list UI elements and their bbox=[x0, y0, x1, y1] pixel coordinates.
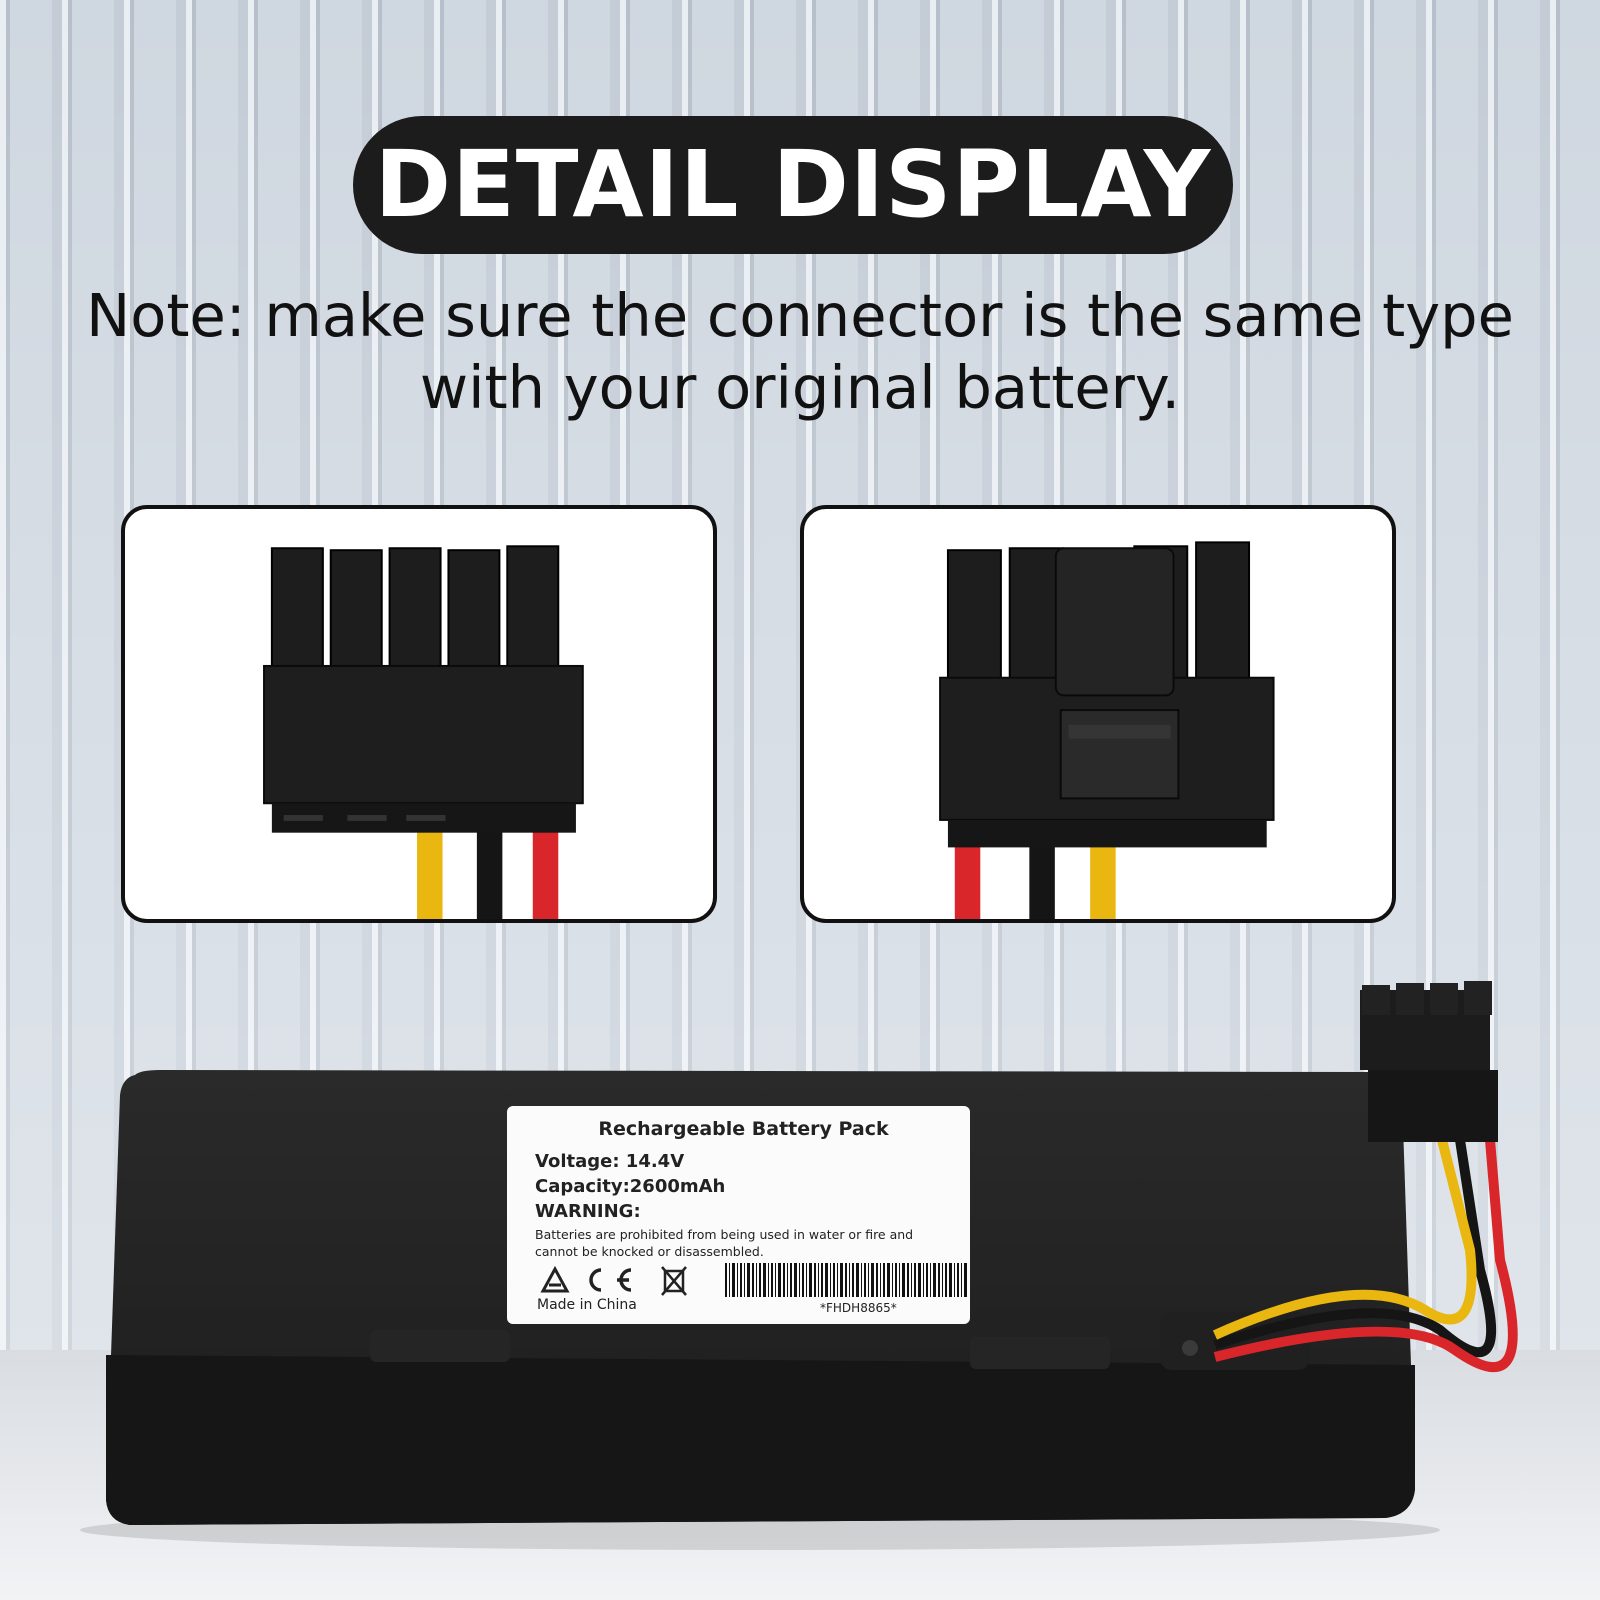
warning-heading: WARNING: bbox=[535, 1201, 641, 1222]
page-title: DETAIL DISPLAY bbox=[374, 131, 1212, 238]
label-certifications: Made in China *FHDH8865* bbox=[535, 1261, 967, 1319]
recycle-icon bbox=[540, 1265, 570, 1293]
connector-closeup-front bbox=[121, 505, 717, 923]
title-banner: DETAIL DISPLAY bbox=[353, 116, 1233, 254]
connector-front-illustration bbox=[263, 545, 584, 919]
origin-text: Made in China bbox=[537, 1297, 637, 1313]
connector-closeup-back bbox=[800, 505, 1396, 923]
battery-label: Rechargeable Battery Pack Voltage: 14.4V… bbox=[507, 1106, 970, 1324]
warning-text: Batteries are prohibited from being used… bbox=[535, 1227, 914, 1259]
serial-number: *FHDH8865* bbox=[820, 1301, 897, 1315]
ce-mark-icon bbox=[589, 1268, 632, 1292]
voltage-spec: Voltage: 14.4V bbox=[535, 1151, 685, 1172]
label-title: Rechargeable Battery Pack bbox=[598, 1118, 889, 1140]
connector-back-illustration bbox=[939, 541, 1275, 919]
barcode bbox=[725, 1263, 967, 1297]
capacity-spec: Capacity:2600mAh bbox=[535, 1176, 726, 1197]
crossed-bin-icon bbox=[661, 1266, 687, 1296]
connector-note: Note: make sure the connector is the sam… bbox=[86, 281, 1514, 422]
